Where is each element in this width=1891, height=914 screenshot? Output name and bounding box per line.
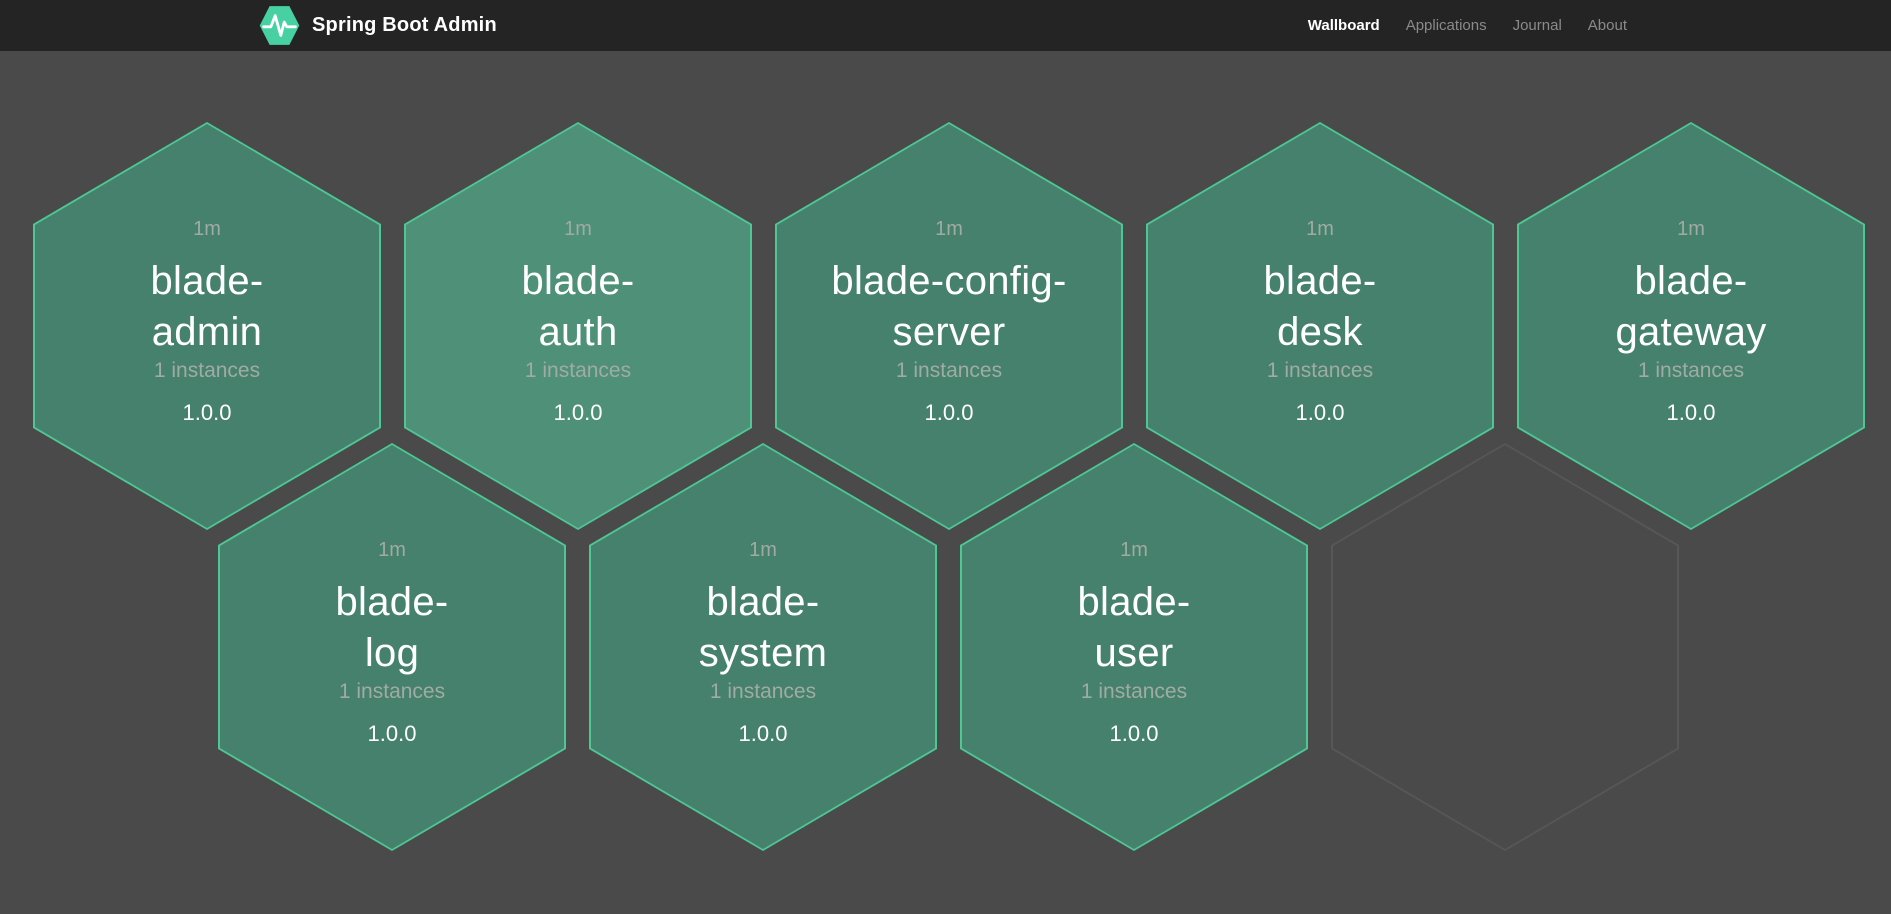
hexagon-content: 1m blade- user 1 instances 1.0.0 xyxy=(960,443,1308,851)
application-instances: 1 instances xyxy=(524,359,632,382)
spring-boot-admin-logo-icon xyxy=(259,6,300,45)
application-instances: 1 instances xyxy=(153,359,261,382)
nav-item-wallboard[interactable]: Wallboard xyxy=(1307,17,1380,34)
application-name: blade- system xyxy=(698,580,828,675)
application-name: blade- desk xyxy=(1263,259,1377,354)
application-version: 1.0.0 xyxy=(1295,400,1345,425)
application-instances: 1 instances xyxy=(338,680,446,703)
application-uptime: 1m xyxy=(935,218,963,240)
application-name: blade- user xyxy=(1077,580,1191,675)
application-hexagon[interactable]: 1m blade- log 1 instances 1.0.0 xyxy=(218,443,566,851)
application-hexagon[interactable]: 1m blade- auth 1 instances 1.0.0 xyxy=(404,122,752,530)
application-version: 1.0.0 xyxy=(367,721,417,746)
application-instances: 1 instances xyxy=(1080,680,1188,703)
hexagon-fill xyxy=(1333,445,1677,849)
hexagon-content: 1m blade- system 1 instances 1.0.0 xyxy=(589,443,937,851)
application-instances: 1 instances xyxy=(1266,359,1374,382)
hexagon-content: 1m blade- admin 1 instances 1.0.0 xyxy=(33,122,381,530)
hexagon-content: 1m blade- log 1 instances 1.0.0 xyxy=(218,443,566,851)
application-uptime: 1m xyxy=(1677,218,1705,240)
application-instances: 1 instances xyxy=(1637,359,1745,382)
empty-hexagon-slot xyxy=(1331,443,1679,851)
application-name: blade- auth xyxy=(521,259,635,354)
application-version: 1.0.0 xyxy=(738,721,788,746)
wallboard: 1m blade- admin 1 instances 1.0.0 1m bla… xyxy=(0,51,1891,914)
nav-item-applications[interactable]: Applications xyxy=(1405,17,1487,34)
application-version: 1.0.0 xyxy=(553,400,603,425)
application-name: blade- admin xyxy=(150,259,264,354)
application-version: 1.0.0 xyxy=(1109,721,1159,746)
application-hexagon[interactable]: 1m blade- admin 1 instances 1.0.0 xyxy=(33,122,381,530)
nav-item-journal[interactable]: Journal xyxy=(1512,17,1562,34)
application-hexagon[interactable]: 1m blade- system 1 instances 1.0.0 xyxy=(589,443,937,851)
application-hexagon[interactable]: 1m blade- gateway 1 instances 1.0.0 xyxy=(1517,122,1865,530)
application-instances: 1 instances xyxy=(895,359,1003,382)
application-uptime: 1m xyxy=(564,218,592,240)
application-hexagon[interactable]: 1m blade- user 1 instances 1.0.0 xyxy=(960,443,1308,851)
hexagon-content: 1m blade- desk 1 instances 1.0.0 xyxy=(1146,122,1494,530)
brand: Spring Boot Admin xyxy=(258,4,497,47)
hexagon-fill xyxy=(1519,124,1863,528)
hexagon-content: 1m blade-config- server 1 instances 1.0.… xyxy=(775,122,1123,530)
application-hexagon[interactable]: 1m blade- desk 1 instances 1.0.0 xyxy=(1146,122,1494,530)
application-name: blade- gateway xyxy=(1615,259,1767,354)
main-nav: Wallboard Applications Journal About xyxy=(1308,17,1627,34)
application-instances: 1 instances xyxy=(709,680,817,703)
hexagon-content: 1m blade- gateway 1 instances 1.0.0 xyxy=(1517,122,1865,530)
application-version: 1.0.0 xyxy=(1666,400,1716,425)
hexagon-content: 1m blade- auth 1 instances 1.0.0 xyxy=(404,122,752,530)
application-uptime: 1m xyxy=(193,218,221,240)
application-hexagon[interactable]: 1m blade-config- server 1 instances 1.0.… xyxy=(775,122,1123,530)
application-uptime: 1m xyxy=(749,539,777,561)
hexagon-fill xyxy=(1148,124,1492,528)
nav-item-about[interactable]: About xyxy=(1587,17,1627,34)
application-version: 1.0.0 xyxy=(182,400,232,425)
application-name: blade- log xyxy=(335,580,449,675)
app-header: Spring Boot Admin Wallboard Applications J… xyxy=(0,0,1891,51)
application-uptime: 1m xyxy=(378,539,406,561)
application-uptime: 1m xyxy=(1120,539,1148,561)
application-uptime: 1m xyxy=(1306,218,1334,240)
application-name: blade-config- server xyxy=(831,259,1067,354)
app-title: Spring Boot Admin xyxy=(312,14,497,36)
application-version: 1.0.0 xyxy=(924,400,974,425)
